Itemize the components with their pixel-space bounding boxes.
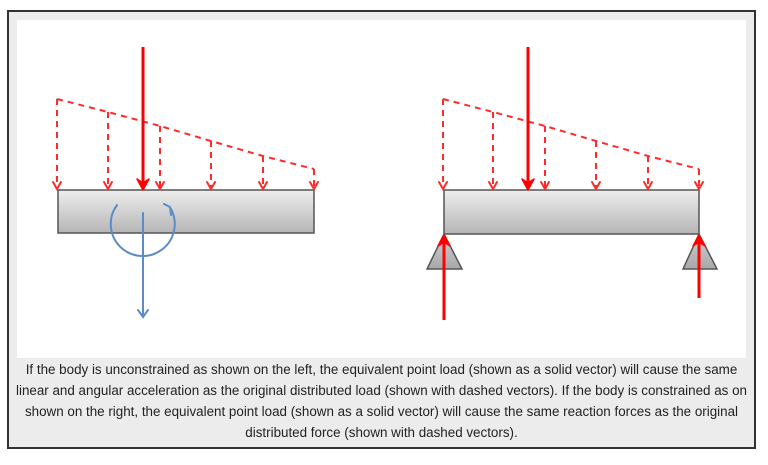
- figure-caption: If the body is unconstrained as shown on…: [16, 362, 747, 440]
- left-distributed-load: [56, 98, 315, 187]
- right-distributed-load: [442, 98, 700, 187]
- right-beam: [443, 189, 700, 235]
- right-distributed-arrowheads: [438, 181, 704, 192]
- diagram-panel: [17, 20, 746, 358]
- left-point-load-arrow: [136, 47, 150, 191]
- linear-acceleration-arrow: [137, 212, 149, 319]
- left-reaction-force-arrow: [437, 234, 451, 320]
- angular-acceleration-icon: [109, 203, 176, 258]
- figure-frame: If the body is unconstrained as shown on…: [7, 10, 756, 449]
- left-diagram: [52, 47, 319, 319]
- right-point-load-arrow: [521, 47, 535, 191]
- right-reaction-force-arrow: [692, 234, 706, 298]
- left-distributed-arrowheads: [52, 181, 319, 192]
- right-diagram: [425, 47, 719, 320]
- left-beam: [57, 189, 315, 234]
